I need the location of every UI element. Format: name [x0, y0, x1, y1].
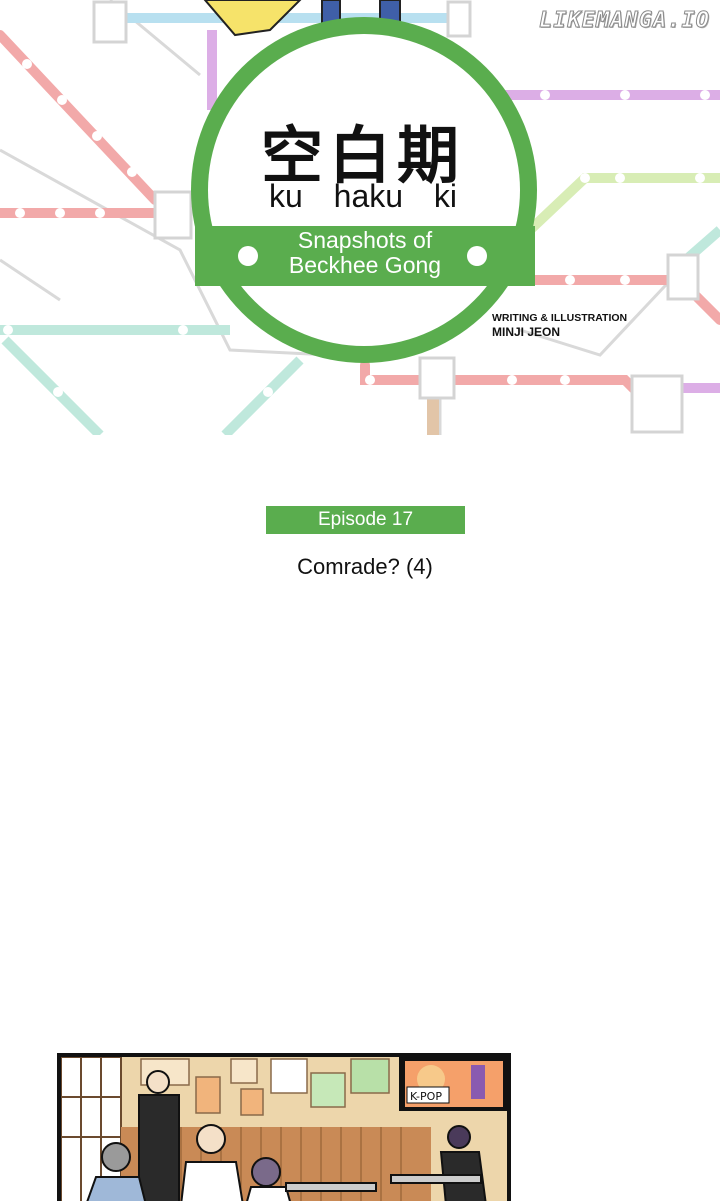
subway-map-illustration [0, 0, 720, 435]
episode-title: Comrade? (4) [297, 554, 433, 579]
author-credit: WRITING & ILLUSTRATION MINJI JEON [492, 312, 627, 339]
episode-label: Episode 17 [266, 506, 465, 534]
title-header-art: LIKEMANGA.IO 空白期 ku haku ki Snapshots of… [0, 0, 720, 435]
credit-role: WRITING & ILLUSTRATION [492, 312, 628, 324]
title-kanji: 空白期 [260, 119, 465, 192]
credit-name: MINJI JEON [492, 325, 561, 339]
subtitle-line-1: Snapshots of [297, 227, 433, 253]
comic-panel: K-POP [57, 1053, 511, 1201]
title-romaji: ku haku ki [268, 178, 458, 214]
watermark-text: LIKEMANGA.IO [539, 8, 710, 34]
subtitle-line-2: Beckhee Gong [288, 252, 442, 278]
title-subtitle: Snapshots of Beckhee Gong [260, 228, 470, 278]
tv-sign-text: K-POP [410, 1090, 442, 1103]
restaurant-scene-illustration: K-POP [61, 1057, 507, 1201]
